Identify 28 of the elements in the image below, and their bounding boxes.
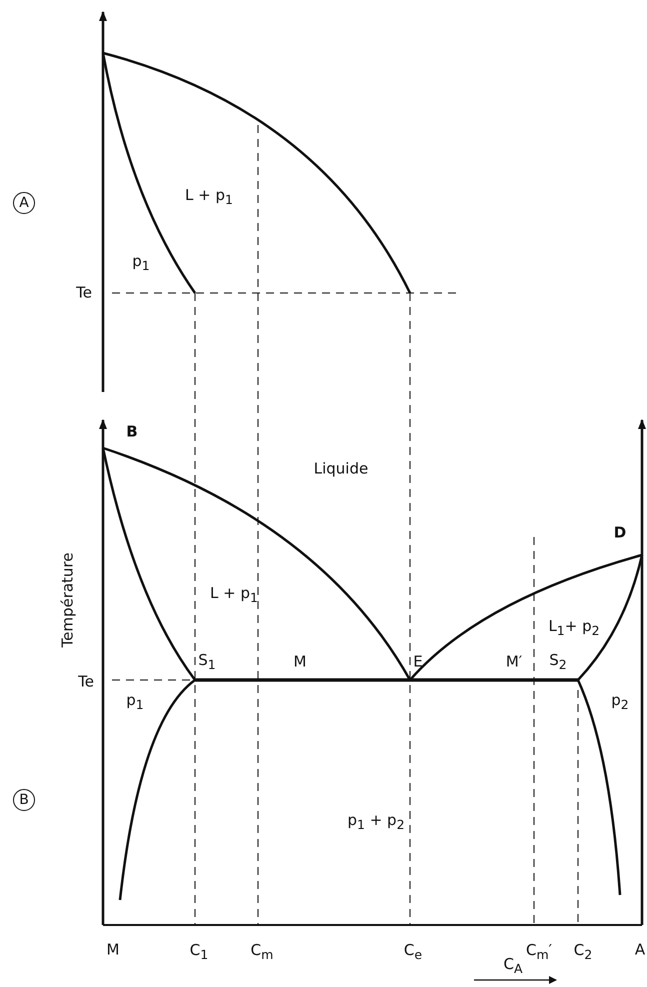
point-label: D — [614, 526, 626, 540]
point-label: B — [126, 424, 138, 440]
axis-label: C$_{m}$ — [250, 942, 274, 962]
panel-label: B — [13, 789, 35, 811]
phase-label: p$_{1}$ — [132, 254, 150, 272]
point-label: M — [294, 654, 306, 670]
phase-label: p$_{1}$ — [126, 692, 144, 712]
phase-label: L + p$_{1}$ — [185, 188, 233, 206]
axis-label: Te — [76, 286, 92, 300]
axis-label: C$_{A}$ — [503, 956, 523, 976]
axis-label: Te — [78, 674, 94, 690]
point-label: E — [413, 654, 423, 670]
axis-label: C$_{e}$ — [404, 942, 422, 962]
panel-label: A — [13, 192, 35, 214]
phase-label: p$_{2}$ — [611, 692, 629, 712]
axis-label: C$_{m}$′ — [526, 942, 552, 962]
axis-label: M — [106, 942, 120, 958]
point-label: S$_{1}$ — [198, 652, 216, 672]
axis-label: A — [634, 942, 646, 958]
phase-label: L$_{1}$+ p$_{2}$ — [548, 618, 600, 638]
phase-label: p$_{1}$ + p$_{2}$ — [347, 812, 405, 832]
point-label: M′ — [506, 654, 522, 670]
axis-label: C$_{1}$ — [190, 942, 208, 962]
phase-label: Liquide — [314, 462, 368, 476]
axis-label: C$_{2}$ — [574, 942, 592, 962]
phase-label: L + p$_{1}$ — [210, 586, 258, 604]
axis-label: Température — [60, 552, 76, 648]
point-label: S$_{2}$ — [549, 652, 567, 672]
